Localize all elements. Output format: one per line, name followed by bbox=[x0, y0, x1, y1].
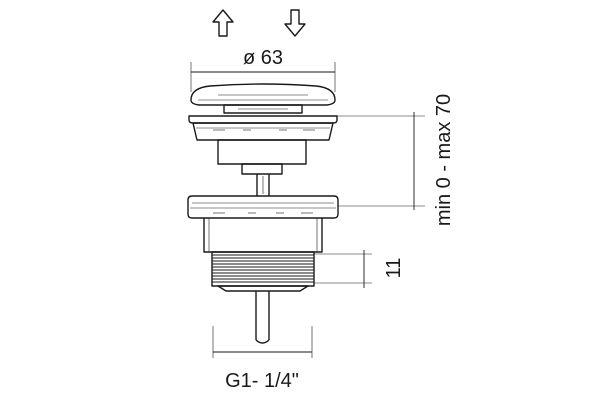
central-rod-upper bbox=[256, 174, 270, 196]
drain-cap bbox=[190, 83, 336, 106]
top-diameter-label: ø 63 bbox=[243, 47, 283, 69]
drain-body bbox=[203, 218, 323, 253]
thread-size-label: G1- 1/4" bbox=[225, 370, 299, 392]
arrow-up-icon bbox=[212, 9, 234, 37]
cap-stem bbox=[223, 104, 303, 114]
top-diameter-dimension: ø 63 bbox=[190, 47, 336, 92]
upper-flange bbox=[188, 115, 338, 141]
upper-body bbox=[217, 139, 307, 175]
adjustment-range-dimension: min 0 - max 70 bbox=[337, 94, 455, 226]
threaded-section bbox=[211, 251, 315, 292]
thread-height-label: 11 bbox=[383, 258, 405, 279]
thread-height-dimension: 11 bbox=[314, 250, 405, 288]
thread-size-dimension: G1- 1/4" bbox=[212, 326, 313, 392]
arrow-down-icon bbox=[284, 9, 306, 37]
central-rod-lower bbox=[255, 291, 270, 344]
adjustment-range-label: min 0 - max 70 bbox=[433, 94, 455, 226]
lower-flange bbox=[187, 195, 339, 219]
